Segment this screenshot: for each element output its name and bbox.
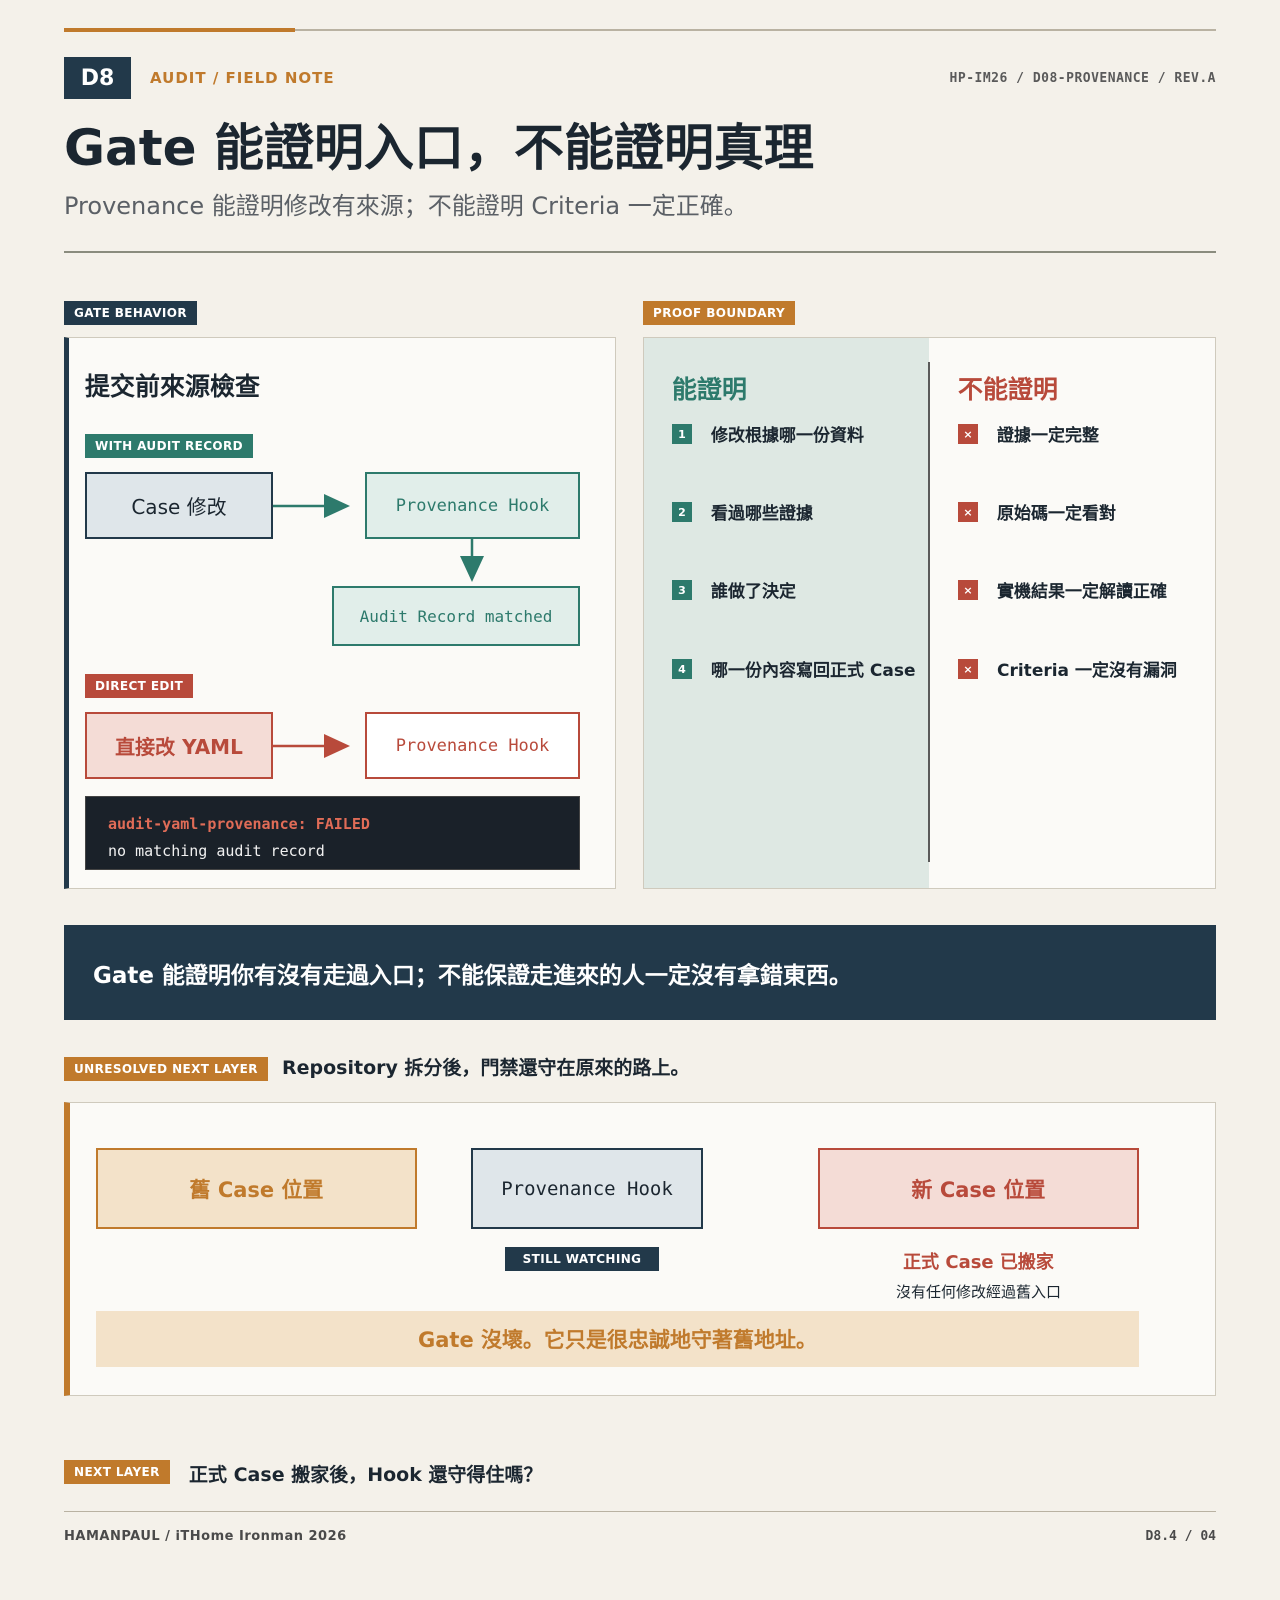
section-badge: D8 [64, 57, 131, 99]
new-case-location-box: 新 Case 位置 [818, 1148, 1139, 1229]
gate-heading: 提交前來源檢查 [85, 372, 261, 401]
key-message-banner: Gate 能證明你有沒有走過入口；不能保證走進來的人一定沒有拿錯東西。 [64, 925, 1216, 1020]
top-rule [64, 29, 1216, 31]
moved-title: 正式 Case 已搬家 [903, 1252, 1054, 1273]
gate-note: Gate 沒壞。它只是很忠誠地守著舊地址。 [96, 1311, 1139, 1367]
footer-credit: HAMANPAUL / iTHome Ironman 2026 [64, 1529, 347, 1544]
can-item-number: 4 [672, 659, 692, 679]
gate-behavior-tag: GATE BEHAVIOR [64, 301, 198, 325]
terminal-message: no matching audit record [108, 842, 325, 860]
page-subtitle: Provenance 能證明修改有來源；不能證明 Criteria 一定正確。 [64, 192, 748, 220]
provenance-hook-box-pass: Provenance Hook [365, 472, 580, 539]
next-layer-question: 正式 Case 搬家後，Hook 還守得住嗎？ [189, 1464, 543, 1486]
can-item: 修改根據哪一份資料 [711, 426, 864, 446]
kicker: AUDIT / FIELD NOTE [150, 69, 335, 87]
page-title: Gate 能證明入口，不能證明真理 [64, 119, 814, 177]
with-audit-tag: WITH AUDIT RECORD [85, 434, 254, 458]
cross-icon: × [958, 659, 978, 679]
header-divider [64, 251, 1216, 253]
can-item-number: 1 [672, 424, 692, 444]
cross-icon: × [958, 502, 978, 522]
still-watching-badge: STILL WATCHING [505, 1247, 659, 1271]
page-number: D8.4 / 04 [1145, 1529, 1216, 1544]
can-item: 看過哪些證據 [711, 504, 813, 524]
cross-icon: × [958, 580, 978, 600]
provenance-hook-box-fail: Provenance Hook [365, 712, 580, 779]
arrow-hook-to-audit [460, 539, 484, 582]
unresolved-text: Repository 拆分後，門禁還守在原來的路上。 [282, 1057, 690, 1079]
can-item-number: 3 [672, 580, 692, 600]
cannot-item: 證據一定完整 [997, 426, 1099, 446]
top-rule-accent [64, 28, 295, 32]
can-prove-heading: 能證明 [672, 375, 748, 404]
cross-icon: × [958, 424, 978, 444]
cannot-item: 原始碼一定看對 [997, 504, 1116, 524]
old-case-location-box: 舊 Case 位置 [96, 1148, 417, 1229]
unresolved-tag: UNRESOLVED NEXT LAYER [64, 1057, 268, 1081]
proof-divider [928, 362, 930, 862]
cannot-item: 實機結果一定解讀正確 [997, 582, 1167, 602]
can-item: 哪一份內容寫回正式 Case [711, 661, 916, 681]
footer-divider [64, 1511, 1216, 1512]
case-edit-box: Case 修改 [85, 472, 273, 539]
next-layer-tag: NEXT LAYER [64, 1460, 170, 1484]
can-item: 誰做了決定 [711, 582, 796, 602]
provenance-hook-box-watching: Provenance Hook [471, 1148, 703, 1229]
can-item-number: 2 [672, 502, 692, 522]
arrow-yaml-to-hook [273, 734, 350, 758]
arrow-case-to-hook [273, 494, 350, 518]
moved-subtitle: 沒有任何修改經過舊入口 [895, 1283, 1061, 1301]
doc-id: HP-IM26 / D08-PROVENANCE / REV.A [949, 71, 1216, 86]
audit-record-box: Audit Record matched [332, 586, 580, 646]
direct-edit-tag: DIRECT EDIT [85, 674, 194, 698]
proof-boundary-tag: PROOF BOUNDARY [643, 301, 796, 325]
direct-yaml-box: 直接改 YAML [85, 712, 273, 779]
terminal-error: audit-yaml-provenance: FAILED [108, 815, 370, 833]
cannot-prove-heading: 不能證明 [958, 375, 1059, 404]
terminal-output: audit-yaml-provenance: FAILED no matchin… [85, 796, 580, 870]
cannot-item: Criteria 一定沒有漏洞 [997, 661, 1177, 681]
